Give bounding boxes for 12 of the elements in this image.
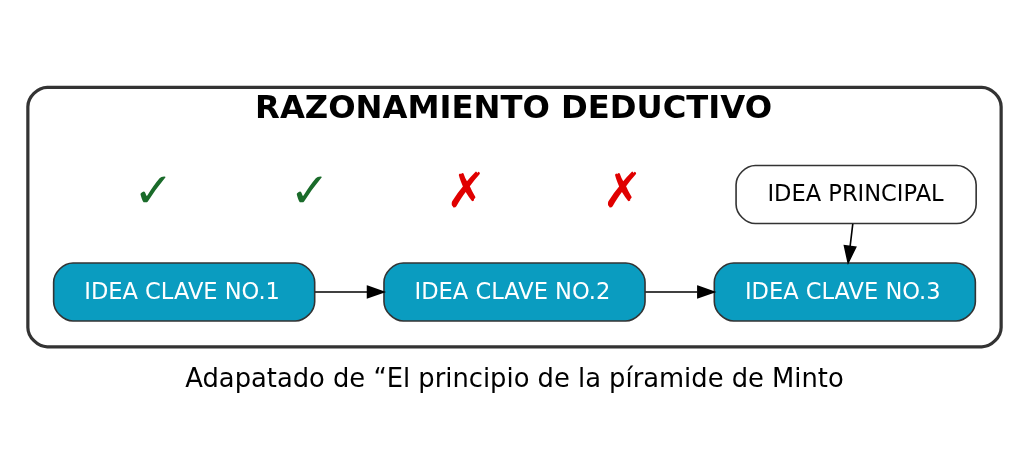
- label: ✓: [133, 161, 174, 218]
- node-box: IDEA CLAVE NO.1: [52, 262, 316, 322]
- arrow: [314, 285, 387, 299]
- arrow: [843, 223, 857, 265]
- label: ✓: [289, 161, 331, 218]
- caption: Adapatado de “El principio de la píramide de Minto: [185, 362, 844, 393]
- node-box: IDEA CLAVE NO.2: [383, 262, 646, 322]
- node-box: IDEA CLAVE NO.3: [713, 262, 977, 322]
- arrow: [644, 285, 717, 299]
- label: ✗: [445, 161, 487, 218]
- node-box: IDEA PRINCIPAL: [735, 164, 977, 225]
- label: ✗: [602, 161, 643, 218]
